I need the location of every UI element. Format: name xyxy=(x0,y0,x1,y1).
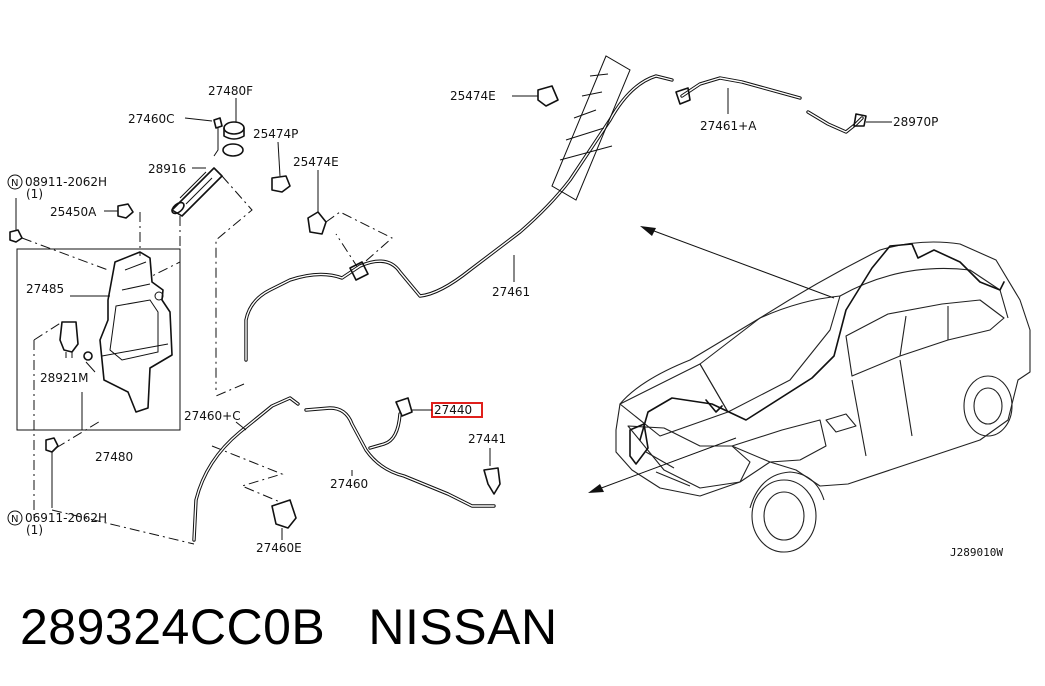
tank-port xyxy=(154,291,164,301)
label-27440: 27440 xyxy=(434,403,472,417)
washer-nozzle xyxy=(395,397,413,417)
label-08911-bot: 06911-2062H xyxy=(25,511,107,525)
hose-27460 xyxy=(304,397,501,508)
main-hose xyxy=(244,74,674,362)
label-27460E: 27460E xyxy=(256,541,302,555)
tank-ribs xyxy=(101,261,169,357)
hose-joint-mid xyxy=(349,261,369,281)
washer-tank xyxy=(99,251,173,413)
label-27441: 27441 xyxy=(468,432,506,446)
reservoir-frame xyxy=(16,248,181,431)
circled-n-bot: N xyxy=(11,514,18,525)
clip-25474E-top xyxy=(512,85,559,107)
hose-joint-27441 xyxy=(483,467,501,495)
hose-clip-mid xyxy=(307,211,327,235)
rear-wheel xyxy=(963,375,1013,437)
pump-terminals xyxy=(65,352,73,358)
windshield xyxy=(699,295,841,413)
arrow-to-rear xyxy=(645,227,835,299)
side-windows xyxy=(845,299,1005,377)
grommet-p xyxy=(271,175,291,193)
label-08911-bot-qty: (1) xyxy=(26,523,43,537)
hose-27461A xyxy=(675,76,892,134)
label-25450A: 25450A xyxy=(50,205,97,219)
label-27480F: 27480F xyxy=(208,84,253,98)
washer-pump xyxy=(59,321,79,353)
label-27485: 27485 xyxy=(26,282,64,296)
label-25474E-top: 25474E xyxy=(450,89,496,103)
label-28921M: 28921M xyxy=(40,371,89,385)
hose-27460C xyxy=(51,396,300,545)
circled-n-top: N xyxy=(11,178,18,189)
label-27461: 27461 xyxy=(492,285,530,299)
hood xyxy=(619,363,729,437)
bolt-lower xyxy=(45,437,59,453)
vehicle-illustration xyxy=(588,226,1031,553)
bolt-upper xyxy=(9,229,23,243)
label-27461-plus-a: 27461+A xyxy=(700,119,757,133)
bolts xyxy=(9,198,109,520)
label-27480: 27480 xyxy=(95,450,133,464)
label-08911-top: 08911-2062H xyxy=(25,175,107,189)
circled-n-icon-bot xyxy=(7,510,23,526)
car-hose-route xyxy=(639,243,1005,441)
retainer-clip xyxy=(117,203,134,219)
arrow-to-front xyxy=(595,437,737,491)
front-wheel xyxy=(751,479,817,553)
rear-nozzle xyxy=(853,113,867,127)
side-mirror xyxy=(825,413,857,433)
filler-neck-assembly xyxy=(151,98,253,390)
hood-panel xyxy=(551,55,631,201)
part-number-caption: 289324CC0B NISSAN xyxy=(20,599,558,655)
hose-to-nozzle xyxy=(368,412,402,450)
hose-connector xyxy=(675,87,691,105)
clip-25450A xyxy=(104,203,141,256)
hose-27461 xyxy=(215,55,674,397)
leader-28921M xyxy=(85,361,96,373)
hose-clip-top xyxy=(537,85,559,107)
car-body xyxy=(615,241,1031,497)
cap-seal xyxy=(222,143,244,157)
label-28916: 28916 xyxy=(148,162,186,176)
car-reservoir xyxy=(629,423,649,465)
label-27460C: 27460C xyxy=(128,112,175,126)
label-25474P: 25474P xyxy=(253,127,298,141)
label-27460: 27460 xyxy=(330,477,368,491)
tank-front-face xyxy=(109,299,159,361)
circled-n-icon-top xyxy=(7,174,23,190)
grille xyxy=(627,425,751,489)
drawing-code: J289010W xyxy=(950,546,1003,559)
part-labels: 27480F 27460C 28916 25474P 25474E 25474E… xyxy=(7,84,1003,559)
label-25474E-mid: 25474E xyxy=(293,155,339,169)
clip-27460C xyxy=(213,117,223,129)
reservoir-assembly xyxy=(16,248,181,431)
label-08911-top-qty: (1) xyxy=(26,187,43,201)
rear-hose xyxy=(680,76,802,100)
headlight xyxy=(731,419,827,463)
grommet-25474P xyxy=(271,141,291,193)
clip-27460E xyxy=(271,499,297,529)
pump-grommet xyxy=(83,351,93,361)
label-27460-plus-c: 27460+C xyxy=(184,409,241,423)
washer-parts-diagram: 27480F 27460C 28916 25474P 25474E 25474E… xyxy=(7,55,1031,559)
clip-25474E-mid xyxy=(307,170,393,269)
filler-cap xyxy=(223,121,245,135)
label-28970P: 28970P xyxy=(893,115,938,129)
